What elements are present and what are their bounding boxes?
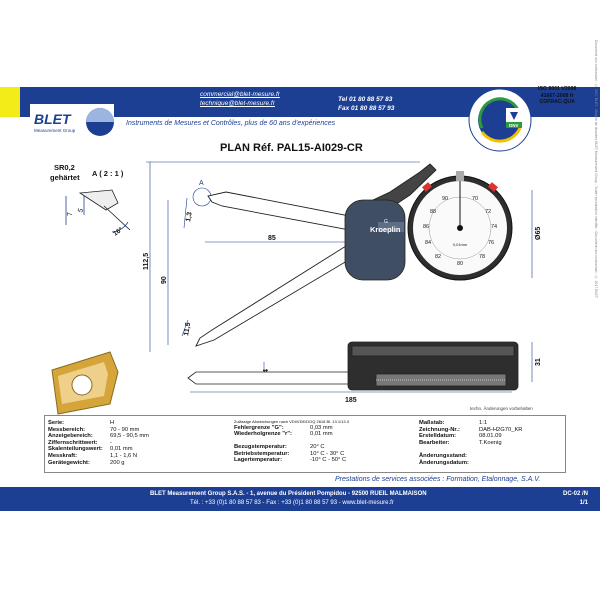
document-code: DC-02 /N — [562, 491, 588, 497]
caliper-arms — [195, 163, 437, 347]
dial-number: 88 — [430, 209, 436, 215]
blet-logo: BLET Measurement Group — [30, 104, 114, 144]
company-tagline: Instruments de Mesures et Contrôles, plu… — [126, 120, 336, 127]
logo-subtext: Measurement Group — [34, 128, 76, 133]
email-commercial-link[interactable]: commercial@blet-mesure.fr — [200, 91, 280, 98]
dim-diameter-65: Ø65 — [535, 227, 542, 240]
dim-112-5: 112,5 — [143, 253, 150, 270]
brand-tag: G — [384, 219, 388, 225]
dim-4: 4 — [263, 369, 270, 373]
dial-number: 84 — [425, 240, 431, 246]
spec-row: Erstelldatum:08.01.09 — [419, 433, 502, 440]
spec-right-column: Maßstab:1:1 Zeichnung-Nr.:DAB-H2G70_KR E… — [419, 420, 559, 466]
brand-name: Kroeplin — [370, 225, 401, 234]
hardened-label: gehärtet — [50, 173, 80, 182]
plan-title: PLAN Réf. PAL15-AI029-CR — [220, 142, 363, 154]
footer-contact: Tél. : +33 (0)1 80 88 57 83 - Fax : +33 … — [190, 500, 394, 506]
dial-number: 90 — [442, 196, 448, 202]
header-accent — [0, 87, 20, 117]
dim-1-3: 1,3 — [185, 211, 194, 222]
certification-seal: DNV — [468, 88, 532, 152]
spec-row: Wiederholgrenze "r":0,01 mm — [234, 431, 333, 438]
dim-16-deg: 16° — [112, 225, 125, 237]
email-technique-link[interactable]: technique@blet-mesure.fr — [200, 100, 275, 107]
tech-change-note: techn. Änderungen vorbehalten — [470, 406, 533, 411]
dial-number: 74 — [491, 224, 497, 230]
logo-text: BLET — [34, 111, 72, 127]
spec-row: Zeichnung-Nr.:DAB-H2G70_KR — [419, 426, 523, 433]
spec-left-column: Serie:H Messbereich:70 - 90 mm Anzeigebe… — [48, 420, 208, 466]
caliper-top-view — [187, 341, 519, 391]
dim-11-5: 11,5 — [183, 322, 192, 336]
side-legal-text: Document non contractuel - © 2017 BLET -… — [594, 40, 598, 299]
spec-row — [234, 438, 414, 445]
dial-numbers: 90 88 86 84 82 70 72 74 76 78 80 0,01mm — [423, 196, 497, 267]
cert-line: ISO 9001 V2008 — [538, 86, 577, 92]
dim-185: 185 — [345, 397, 357, 404]
spec-row — [419, 446, 559, 453]
spec-row: Fehlergrenze "G":0,03 mm — [234, 424, 333, 431]
spec-row: Lagertemperatur:-10° C - 50° C — [234, 457, 347, 464]
dim-5: 5 — [77, 208, 85, 214]
detail-view-label: A ( 2 : 1 ) — [92, 169, 124, 178]
technical-drawing: 5 7 16° A 1,3 85 112,5 90 11,5 4 185 31 … — [51, 161, 542, 415]
services-note: Prestations de services associées : Form… — [335, 476, 541, 483]
detail-marker: A — [199, 180, 204, 187]
phone-number: Tel 01 80 88 57 83 — [338, 96, 393, 103]
spec-row: Skalenteilungswert:0,01 mm — [48, 446, 133, 453]
spec-row: Änderungsstand: — [419, 452, 467, 459]
dim-31: 31 — [535, 358, 542, 366]
spec-row: Bearbeiter:T.Koenig — [419, 439, 502, 446]
footer-address: BLET Measurement Group S.A.S. - 1, avenu… — [150, 491, 427, 497]
detail-a-view — [65, 189, 131, 233]
spec-middle-column: Zulässige Abweichungen nach VDI/VDE/DGQ … — [234, 419, 414, 464]
dial-number: 76 — [488, 240, 494, 246]
spec-row: Ziffernschrittwert:- — [48, 439, 112, 446]
caliper-body: G Kroeplin — [344, 171, 513, 281]
dim-90: 90 — [161, 276, 168, 284]
spec-row: Maßstab:1:1 — [419, 420, 488, 426]
dnv-label: DNV — [509, 123, 519, 128]
spec-table: Serie:H Messbereich:70 - 90 mm Anzeigebe… — [44, 415, 566, 473]
spec-row: Anzeigebereich:69,5 - 90,5 mm — [48, 433, 149, 440]
contact-phones: Tel 01 80 88 57 83 Fax 01 80 88 57 93 — [338, 95, 394, 113]
footer-band: BLET Measurement Group S.A.S. - 1, avenu… — [0, 487, 600, 511]
spec-row: Änderungsdatum: — [419, 459, 469, 466]
dial-number: 80 — [457, 261, 463, 267]
dimension-lines — [146, 161, 533, 393]
dim-7: 7 — [67, 212, 74, 216]
dial-unit: 0,01mm — [453, 242, 468, 247]
spec-row: Serie:H — [48, 420, 115, 426]
dial-number: 82 — [435, 254, 441, 260]
dial-number: 78 — [479, 254, 485, 260]
cert-line: COFRAC-QUA — [539, 99, 575, 105]
contact-emails: commercial@blet-mesure.fr technique@blet… — [200, 90, 280, 108]
dial-number: 86 — [423, 224, 429, 230]
cert-line: 41667-2008 fr — [540, 92, 574, 99]
spec-row: Messkraft:1,1 - 1,6 N — [48, 452, 138, 459]
dial-number: 70 — [472, 196, 478, 202]
dim-85: 85 — [268, 235, 276, 242]
tolerance-note: Zulässige Abweichungen nach VDI/VDE/DGQ … — [234, 419, 349, 424]
certification-text: ISO 9001 V2008 41667-2008 fr COFRAC-QUA — [538, 86, 576, 106]
spec-row: Messbereich:70 - 90 mm — [48, 426, 140, 433]
spec-row: Betriebstemperatur:10° C - 30° C — [234, 450, 345, 457]
surface-radius-label: SR0,2 — [54, 163, 75, 172]
probe-tip-photo — [51, 351, 119, 415]
page-number: 1/1 — [579, 500, 588, 506]
dial-number: 72 — [485, 209, 491, 215]
spec-row: Bezugstemperatur:20° C — [234, 444, 325, 451]
fax-number: Fax 01 80 88 57 93 — [338, 105, 395, 112]
spec-row: Gerätegewicht:200 g — [48, 459, 125, 466]
